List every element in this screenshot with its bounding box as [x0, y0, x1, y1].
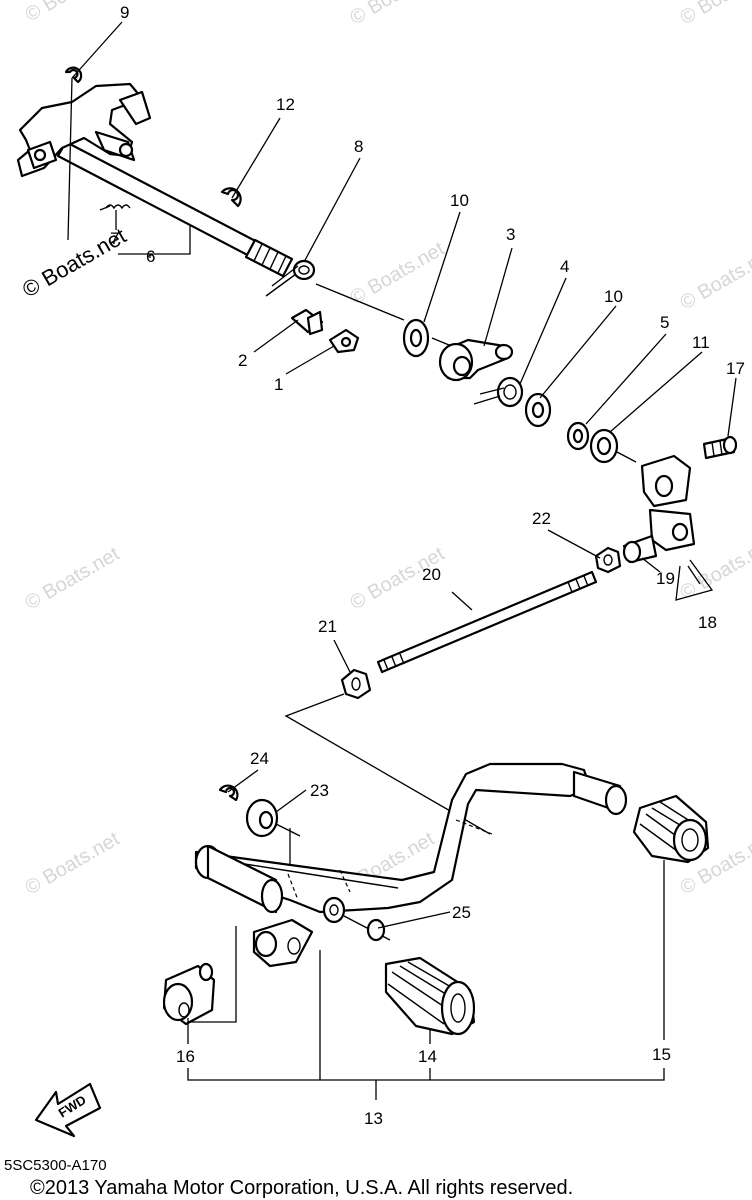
foot-peg-pivot: [162, 962, 216, 1026]
callout-label: 24: [250, 749, 269, 768]
rod-joint: [622, 454, 696, 564]
copyright-notice: ©2013 Yamaha Motor Corporation, U.S.A. A…: [30, 1177, 573, 1199]
callout-label: 2: [238, 351, 247, 370]
callout-label: 18: [698, 613, 717, 632]
callout-label: 10: [450, 191, 469, 210]
fwd-arrow-icon: FWD: [34, 1082, 102, 1138]
callout-label: 9: [120, 3, 129, 22]
callout-label: 4: [560, 257, 569, 276]
washer: [524, 392, 552, 428]
pedal-rubber: [632, 794, 710, 864]
watermark: © Boats.net: [347, 0, 449, 29]
watermark: © Boats.net: [22, 543, 124, 615]
callout-label: 21: [318, 617, 337, 636]
spring: [473, 376, 524, 408]
callout-label: 17: [726, 359, 745, 378]
bolt: [702, 435, 738, 460]
leader-lines: [67, 21, 737, 1100]
watermark: © Boats.net: [677, 243, 752, 315]
washer: [402, 318, 430, 358]
nut: [594, 546, 622, 574]
callout-label: 14: [418, 1047, 437, 1066]
watermark: © Boats.net: [22, 0, 124, 26]
brand-mark: © Boats.net: [18, 223, 130, 302]
shift-shaft: [16, 66, 316, 297]
watermark: © Boats.net: [677, 0, 752, 29]
pivot-bushing: [322, 896, 391, 942]
shift-rod: [376, 570, 598, 674]
watermark-layer: © Boats.net © Boats.net © Boats.net © Bo…: [22, 0, 752, 899]
callout-label: 25: [452, 903, 471, 922]
callout-label: 1: [274, 375, 283, 394]
clip: [218, 784, 239, 802]
part-callouts: 9 12 8 10 3 4 10 5 11 17 7 6 2 1 22 20 1…: [110, 3, 745, 1128]
bolt-and-plate: [290, 308, 360, 354]
callout-label: 16: [176, 1047, 195, 1066]
callout-label: 5: [660, 313, 669, 332]
callout-label: 19: [656, 569, 675, 588]
callout-label: 15: [652, 1045, 671, 1064]
pedal-rubber: [384, 956, 476, 1036]
reference-line: [284, 693, 491, 835]
watermark: © Boats.net: [22, 828, 124, 900]
callout-label: 23: [310, 781, 329, 800]
roller-arm: [438, 338, 514, 382]
callout-label: 12: [276, 95, 295, 114]
callout-label: 13: [364, 1109, 383, 1128]
callout-label: 7: [110, 229, 119, 248]
callout-label: 11: [692, 333, 710, 352]
bushing-and-washer: [566, 421, 637, 464]
callout-label: 10: [604, 287, 623, 306]
callout-label: 22: [532, 509, 551, 528]
callout-label: 6: [146, 247, 155, 266]
callout-label: 3: [506, 225, 515, 244]
callout-label: 8: [354, 137, 363, 156]
diagram-code: 5SC5300-A170: [4, 1157, 107, 1174]
shift-pedal: [194, 762, 628, 914]
bracket: [252, 918, 314, 968]
watermark: © Boats.net: [347, 238, 449, 310]
washer: [245, 798, 301, 838]
nut: [340, 668, 372, 700]
callout-label: 20: [422, 565, 441, 584]
